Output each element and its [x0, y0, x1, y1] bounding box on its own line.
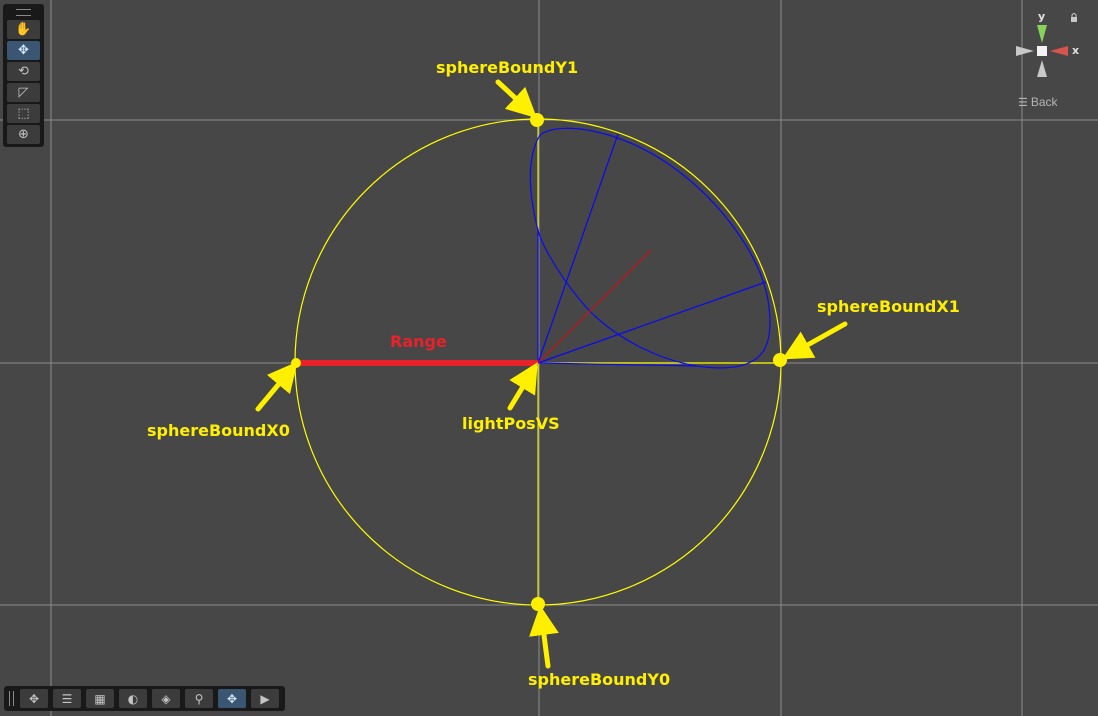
- callout-sphere-bound-y0: sphereBoundY0: [528, 670, 671, 689]
- callout-sphere-bound-x1: sphereBoundX1: [817, 297, 960, 316]
- arrow-sphere-bound-y0: [529, 605, 559, 669]
- hand-tool-button[interactable]: ✋: [7, 20, 40, 39]
- layers-icon: ◈: [161, 691, 171, 706]
- arrow-sphere-bound-x0: [255, 361, 298, 412]
- scale-tool-button[interactable]: ◸: [7, 83, 40, 102]
- pivot-icon: ✥: [226, 691, 238, 706]
- overlay-search-button[interactable]: ⚲: [185, 689, 213, 708]
- overlay-toolbar: ✥ ☰ ▦ ◐ ◈ ⚲ ✥ ▶: [4, 686, 285, 711]
- menu-icon: ☰: [1018, 96, 1028, 109]
- view-mode-label: Back: [1030, 95, 1058, 109]
- sphere-bound-x1-point: [773, 353, 787, 367]
- orientation-gizmo[interactable]: y x: [1008, 8, 1092, 116]
- move-arrows-icon: ✥: [18, 43, 29, 58]
- gizmo-y-label: y: [1038, 10, 1046, 23]
- orientation-gizmo-graphic[interactable]: [1008, 8, 1092, 88]
- callout-light-pos-vs: lightPosVS: [462, 414, 560, 433]
- camera-icon: ▶: [260, 691, 270, 706]
- sphere-bound-y0-point: [531, 597, 545, 611]
- callout-sphere-bound-x0: sphereBoundX0: [147, 421, 290, 440]
- search-icon: ⚲: [194, 691, 204, 706]
- move-arrows-icon: ✥: [28, 691, 40, 706]
- move-tool-button[interactable]: ✥: [7, 41, 40, 60]
- transform-icon: ⊕: [18, 127, 29, 142]
- arrow-sphere-bound-x1: [781, 321, 848, 360]
- arrow-light-pos-vs: [507, 362, 538, 411]
- spotlight-frustum: [529, 127, 771, 369]
- overlay-camera-button[interactable]: ▶: [251, 689, 279, 708]
- gizmo-x-cone[interactable]: [1050, 46, 1068, 56]
- palette-grip[interactable]: [16, 9, 31, 16]
- sphere-bound-x0-point: [291, 358, 301, 368]
- grid-icon: ▦: [94, 691, 106, 706]
- transform-tool-button[interactable]: ⊕: [7, 125, 40, 144]
- callout-sphere-bound-y1: sphereBoundY1: [436, 58, 579, 77]
- rect-tool-button[interactable]: ⬚: [7, 104, 40, 123]
- lock-shackle: [1071, 13, 1077, 17]
- tool-palette: ✋ ✥ ⟲ ◸ ⬚ ⊕: [3, 4, 44, 147]
- gizmo-y-cone[interactable]: [1037, 25, 1047, 43]
- overlay-layers-button[interactable]: ◈: [152, 689, 180, 708]
- view-mode-toggle[interactable]: ☰ Back: [1018, 95, 1058, 109]
- sphere-bound-y1-point: [530, 113, 544, 127]
- lock-icon[interactable]: [1071, 17, 1077, 22]
- arrow-sphere-bound-y1: [495, 79, 537, 119]
- callout-range: Range: [390, 332, 447, 351]
- overlay-shading-button[interactable]: ◐: [119, 689, 147, 708]
- rotate-icon: ⟲: [18, 64, 29, 79]
- rect-transform-icon: ⬚: [17, 106, 30, 121]
- sphere-icon: ◐: [127, 691, 139, 706]
- rotate-tool-button[interactable]: ⟲: [7, 62, 40, 81]
- scale-icon: ◸: [18, 85, 29, 100]
- gizmo-negative-x-cone[interactable]: [1016, 46, 1034, 56]
- gizmo-negative-y-cone[interactable]: [1037, 60, 1047, 77]
- overlay-pivot-button[interactable]: ✥: [218, 689, 246, 708]
- sliders-icon: ☰: [61, 691, 73, 706]
- hand-icon: ✋: [15, 22, 32, 37]
- overlay-toolbar-grip[interactable]: [9, 691, 14, 706]
- overlay-move-button[interactable]: ✥: [20, 689, 48, 708]
- light-direction-line: [537, 249, 652, 364]
- gizmo-center-cube[interactable]: [1037, 46, 1047, 56]
- overlay-settings-button[interactable]: ☰: [53, 689, 81, 708]
- gizmo-x-label: x: [1072, 44, 1080, 57]
- overlay-gizmos-button[interactable]: ▦: [86, 689, 114, 708]
